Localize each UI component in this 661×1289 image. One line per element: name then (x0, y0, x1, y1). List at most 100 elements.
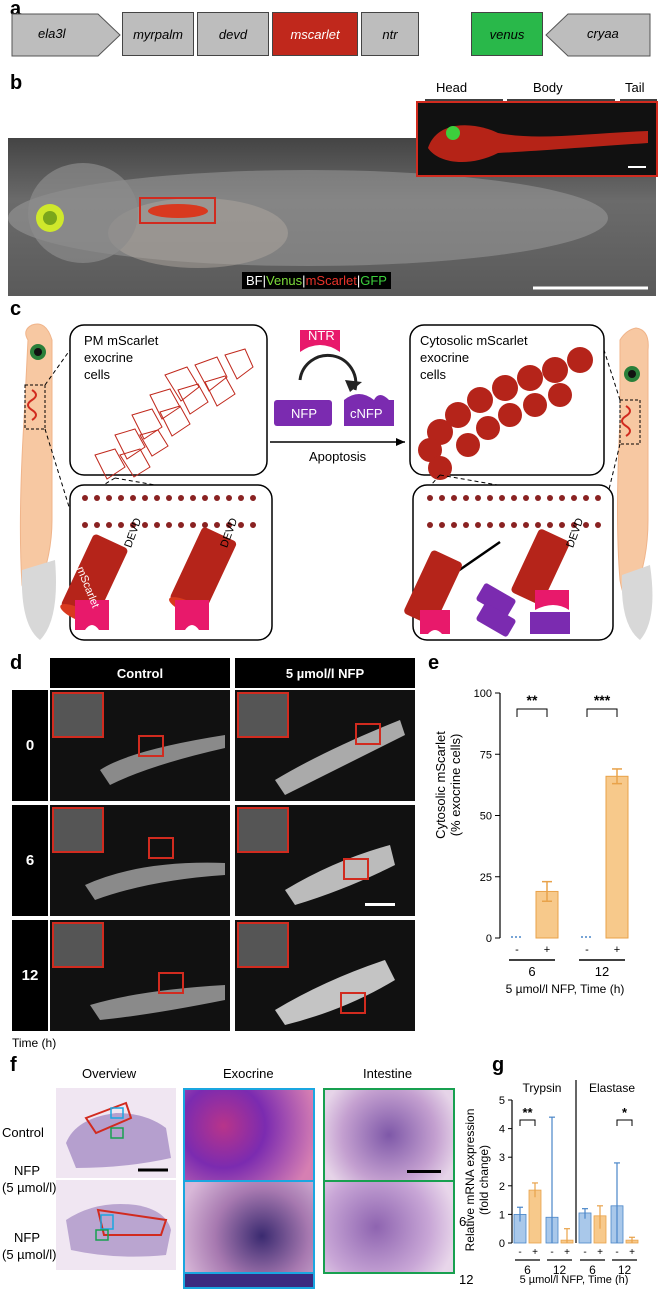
cytosolic-title-3: cells (420, 367, 447, 382)
chart-g-treatment-label: + (532, 1247, 538, 1258)
chart-g-sig-bracket (616, 1119, 633, 1126)
histology-exocrine-control (183, 1088, 315, 1182)
chart-e: Cytosolic mScarlet (% exocrine cells) 02… (433, 688, 629, 996)
chart-g-treatment-label: + (564, 1247, 570, 1258)
nfp-label: NFP (291, 406, 317, 421)
chart-g-ytick-label: 3 (499, 1152, 505, 1164)
gene-construct-diagram (11, 13, 651, 57)
f-col-overview: Overview (82, 1066, 137, 1081)
zebrafish-brightfield-image (8, 138, 656, 296)
panel-label-e: e (428, 652, 440, 674)
cnfp-label: cNFP (350, 406, 383, 421)
chart-e-treatment-label: - (515, 944, 519, 956)
chart-g-treatment-label: - (550, 1247, 553, 1258)
chart-g-ytick-label: 0 (499, 1238, 505, 1250)
gene-cryaa: cryaa (587, 26, 619, 41)
legend-sep: | (262, 273, 267, 288)
chart-g-panel-title: Trypsin (523, 1081, 562, 1095)
micrograph-control-6h (50, 805, 230, 916)
chart-g-panel-title: Elastase (589, 1081, 635, 1095)
chart-g-sig-bracket (519, 1119, 536, 1126)
yolk (108, 198, 288, 268)
histology-exocrine-nfp6 (183, 1180, 315, 1274)
chart-e-ytick-label: 25 (480, 872, 492, 884)
chart-e-treatment-label: - (585, 944, 589, 956)
chart-g-sig-label: ** (522, 1105, 533, 1120)
chart-e-bar (605, 775, 629, 939)
region-head-label: Head (436, 80, 468, 95)
chart-g-ytick-label: 1 (499, 1209, 505, 1221)
gene-myrpalm: myrpalm (122, 12, 194, 56)
chart-g-group-label: 6 (524, 1263, 531, 1277)
micrograph-control-0h (50, 690, 230, 801)
chart-g-ytick-label: 5 (499, 1095, 505, 1107)
legend-gfp: GFP (360, 273, 387, 288)
pancreas-fluorescence-inset (416, 101, 658, 177)
chart-g-ytick-label: 4 (499, 1124, 505, 1136)
chart-g-ylabel-2: (fold change) (477, 1145, 491, 1215)
chart-e-sig-label: *** (594, 692, 611, 708)
mechanism-schematic (19, 323, 653, 641)
chart-e-ytick-label: 100 (474, 688, 492, 700)
cryaa-arrow (545, 13, 651, 57)
chart-g-treatment-label: - (583, 1247, 586, 1258)
f-row-nfp6-a: NFP (14, 1163, 40, 1178)
histology-intestine-nfp6 (323, 1180, 455, 1274)
f-row-nfp6-b: (5 µmol/l) (2, 1180, 57, 1195)
histology-intestine-control (323, 1088, 455, 1182)
panel-label-a: a (10, 0, 22, 20)
region-body-label: Body (533, 80, 563, 95)
cytosolic-title-2: exocrine (420, 350, 470, 365)
chart-g-ylabel-1: Relative mRNA expression (463, 1109, 477, 1252)
legend-bf: BF (246, 273, 263, 288)
chart-e-treatment-label: + (614, 944, 620, 956)
chart-e-ytick-label: 75 (480, 749, 492, 761)
chart-g: Relative mRNA expression (fold change) 0… (463, 1080, 639, 1285)
chart-g-group-label: 12 (618, 1263, 632, 1277)
pancreas-roi (139, 197, 216, 224)
micrograph-control-12h (50, 920, 230, 1031)
column-header-nfp: 5 µmol/l NFP (235, 658, 415, 688)
f-time-12: 12 (459, 1272, 474, 1287)
chart-g-ytick-label: 2 (499, 1181, 505, 1193)
chart-g-treatment-label: + (597, 1247, 603, 1258)
ntr-label: NTR (308, 328, 335, 343)
chart-e-sig-label: ** (527, 692, 538, 708)
legend-sep: | (302, 273, 306, 288)
gene-ela3l: ela3l (38, 26, 66, 41)
cytosolic-title-1: Cytosolic mScarlet (420, 333, 528, 348)
micrograph-nfp-0h (235, 690, 415, 801)
chart-g-group-label: 6 (589, 1263, 596, 1277)
chart-g-bar (528, 1189, 542, 1244)
chart-e-sig-bracket (516, 708, 548, 717)
legend-sep: | (356, 273, 361, 288)
panel-label-b: b (10, 72, 23, 94)
time-axis-label: Time (h) (12, 1036, 57, 1050)
f-col-exocrine: Exocrine (223, 1066, 274, 1081)
column-header-control: Control (50, 658, 230, 688)
row-label-12h: 12 (12, 920, 48, 1031)
f-row-nfp12-a: NFP (14, 1230, 40, 1245)
chart-e-ylabel-1: Cytosolic mScarlet (433, 731, 448, 839)
histology-exocrine-nfp12 (183, 1272, 315, 1289)
gene-venus: venus (471, 12, 543, 56)
chart-g-treatment-label: - (518, 1247, 521, 1258)
f-row-control: Control (2, 1125, 44, 1140)
chart-e-xlabel: 5 µmol/l NFP, Time (h) (506, 982, 625, 996)
chart-e-ylabel-2: (% exocrine cells) (448, 734, 463, 837)
pm-mscarlet-title-3: cells (84, 367, 111, 382)
pm-mscarlet-title-2: exocrine (84, 350, 134, 365)
gene-ntr: ntr (361, 12, 419, 56)
chart-e-sig-bracket (586, 708, 618, 717)
ela3l-arrow (11, 13, 121, 57)
micrograph-nfp-6h (235, 805, 415, 916)
legend-mscarlet: mScarlet (305, 273, 357, 288)
chart-e-group-label: 12 (595, 964, 609, 979)
panel-label-d: d (10, 652, 23, 674)
legend-venus: Venus (266, 273, 303, 288)
apoptosis-label: Apoptosis (309, 449, 367, 464)
region-tail-label: Tail (625, 80, 645, 95)
f-row-nfp12-b: (5 µmol/l) (2, 1247, 57, 1262)
panel-label-g: g (492, 1054, 505, 1076)
chart-g-treatment-label: - (615, 1247, 618, 1258)
